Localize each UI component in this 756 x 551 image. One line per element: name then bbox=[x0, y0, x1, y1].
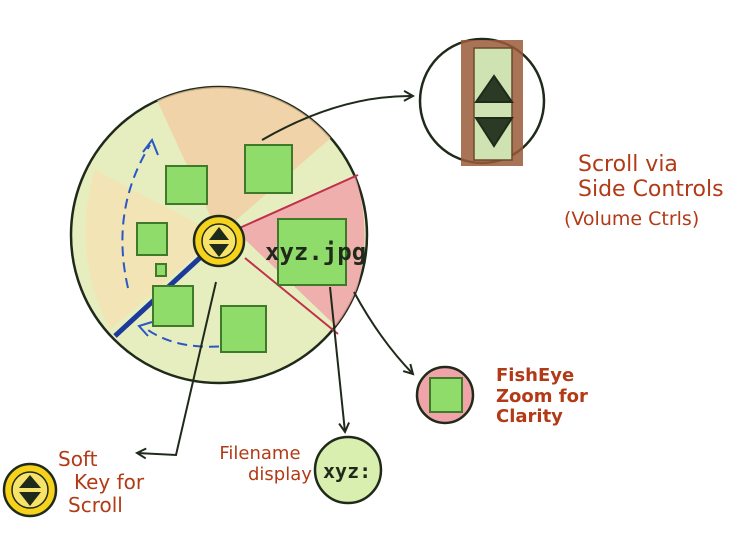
fisheye-thumbnail bbox=[429, 377, 463, 413]
annotation-line: Key for bbox=[74, 470, 145, 494]
annotation-line: Scroll via bbox=[578, 152, 678, 177]
thumbnail[interactable] bbox=[136, 222, 168, 256]
scroll-up-icon[interactable] bbox=[209, 227, 229, 240]
fisheye-zoom bbox=[415, 365, 475, 425]
thumbnail[interactable] bbox=[165, 165, 208, 205]
side-controls-zoom bbox=[418, 37, 546, 166]
soft-key-down-icon bbox=[19, 492, 41, 506]
annotation-line: Soft bbox=[58, 447, 98, 471]
thumbnail-grid bbox=[136, 144, 347, 353]
rotate-arrow-upper bbox=[121, 144, 151, 289]
thumbnail[interactable] bbox=[244, 144, 293, 194]
annotation-line: display bbox=[248, 463, 312, 485]
filename-bubble-label: xyz: bbox=[323, 459, 371, 483]
annotation-line: Filename bbox=[219, 443, 301, 464]
connector-arrows bbox=[137, 96, 413, 455]
annotation-side-controls: Scroll via Side Controls (Volume Ctrls) bbox=[564, 152, 724, 230]
circular-gallery: xyz.jpg bbox=[69, 85, 369, 385]
annotation-line: Scroll bbox=[68, 493, 123, 517]
scroll-down-icon[interactable] bbox=[209, 244, 229, 257]
annotation-filename: Filename display bbox=[208, 443, 312, 485]
filename-display-bubble: xyz: bbox=[313, 435, 383, 505]
annotation-soft-key: Soft Key for Scroll bbox=[58, 448, 145, 517]
thumbnail-selected[interactable] bbox=[277, 218, 347, 286]
soft-key-up-icon bbox=[19, 475, 41, 488]
annotation-fisheye: FishEye Zoom for Clarity bbox=[496, 365, 588, 428]
annotation-line: Zoom for bbox=[496, 385, 588, 407]
annotation-line: Clarity bbox=[496, 406, 563, 428]
annotation-line: Side Controls bbox=[578, 177, 724, 203]
annotation-line: (Volume Ctrls) bbox=[564, 207, 700, 230]
soft-key-callout bbox=[2, 462, 58, 518]
center-scroll-soft-key[interactable] bbox=[192, 214, 246, 268]
thumbnail[interactable] bbox=[220, 305, 267, 353]
annotation-line: FishEye bbox=[496, 365, 575, 386]
rotate-arrow-lower bbox=[147, 329, 236, 348]
selected-filename-label: xyz.jpg bbox=[265, 238, 366, 266]
volume-up-icon[interactable] bbox=[474, 74, 514, 103]
thumbnail[interactable] bbox=[155, 263, 167, 277]
thumbnail[interactable] bbox=[152, 285, 194, 327]
volume-down-icon[interactable] bbox=[474, 117, 514, 148]
